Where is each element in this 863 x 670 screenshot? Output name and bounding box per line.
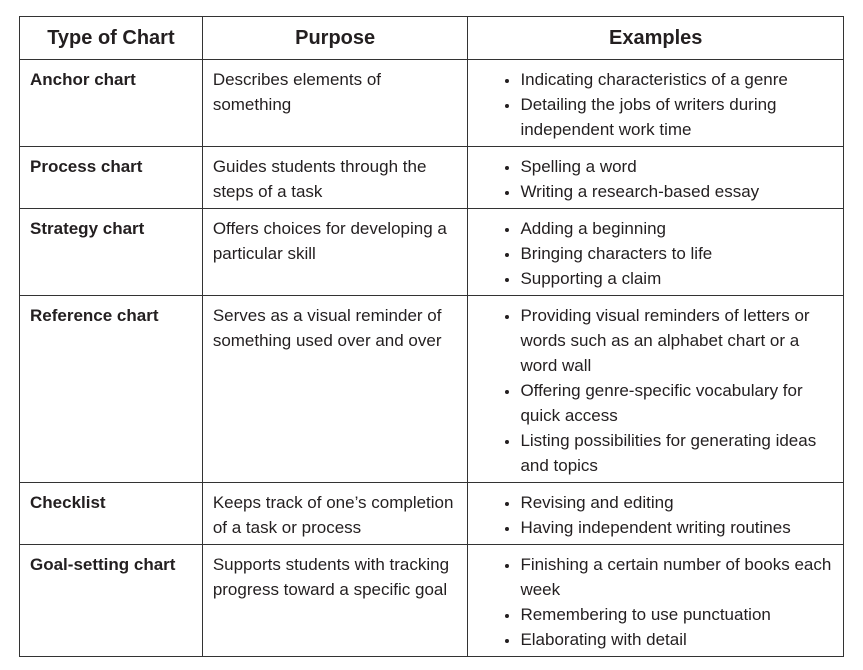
chart-type-cell: Reference chart bbox=[19, 295, 203, 483]
chart-type-cell: Checklist bbox=[19, 482, 203, 545]
examples-cell: Indicating characteristics of a genreDet… bbox=[467, 59, 844, 147]
example-item: Writing a research-based essay bbox=[520, 179, 833, 204]
purpose-cell: Offers choices for developing a particul… bbox=[201, 208, 469, 296]
example-item: Supporting a claim bbox=[520, 266, 833, 291]
purpose-cell: Supports students with tracking progress… bbox=[201, 544, 469, 657]
example-item: Listing possibilities for generating ide… bbox=[520, 428, 833, 478]
example-item: Having independent writing routines bbox=[520, 515, 833, 540]
example-item: Adding a beginning bbox=[520, 216, 833, 241]
examples-cell: Spelling a wordWriting a research-based … bbox=[467, 146, 844, 209]
example-item: Bringing characters to life bbox=[520, 241, 833, 266]
example-item: Detailing the jobs of writers during ind… bbox=[520, 92, 833, 142]
example-item: Providing visual reminders of letters or… bbox=[520, 303, 833, 378]
examples-list: Adding a beginningBringing characters to… bbox=[478, 216, 833, 291]
header-examples: Examples bbox=[467, 16, 844, 60]
header-row: Type of Chart Purpose Examples bbox=[19, 16, 844, 60]
examples-cell: Finishing a certain number of books each… bbox=[467, 544, 844, 657]
examples-list: Providing visual reminders of letters or… bbox=[478, 303, 833, 478]
purpose-cell: Keeps track of one’s completion of a tas… bbox=[201, 482, 469, 545]
examples-list: Indicating characteristics of a genreDet… bbox=[478, 67, 833, 142]
purpose-cell: Describes elements of something bbox=[201, 59, 469, 147]
examples-cell: Adding a beginningBringing characters to… bbox=[467, 208, 844, 296]
chart-type-cell: Strategy chart bbox=[19, 208, 203, 296]
purpose-cell: Guides students through the steps of a t… bbox=[201, 146, 469, 209]
chart-type-cell: Goal-setting chart bbox=[19, 544, 203, 657]
chart-type-cell: Process chart bbox=[19, 146, 203, 209]
purpose-cell: Serves as a visual reminder of something… bbox=[201, 295, 469, 483]
chart-types-table: Type of Chart Purpose Examples Anchor ch… bbox=[19, 16, 844, 657]
header-type: Type of Chart bbox=[19, 16, 203, 60]
examples-list: Spelling a wordWriting a research-based … bbox=[478, 154, 833, 204]
example-item: Offering genre-specific vocabulary for q… bbox=[520, 378, 833, 428]
examples-list: Revising and editingHaving independent w… bbox=[478, 490, 833, 540]
examples-list: Finishing a certain number of books each… bbox=[478, 552, 833, 652]
examples-cell: Revising and editingHaving independent w… bbox=[467, 482, 844, 545]
example-item: Finishing a certain number of books each… bbox=[520, 552, 833, 602]
example-item: Revising and editing bbox=[520, 490, 833, 515]
example-item: Spelling a word bbox=[520, 154, 833, 179]
chart-type-cell: Anchor chart bbox=[19, 59, 203, 147]
example-item: Remembering to use punctuation bbox=[520, 602, 833, 627]
example-item: Indicating characteristics of a genre bbox=[520, 67, 833, 92]
examples-cell: Providing visual reminders of letters or… bbox=[467, 295, 844, 483]
example-item: Elaborating with detail bbox=[520, 627, 833, 652]
header-purpose: Purpose bbox=[201, 16, 469, 60]
